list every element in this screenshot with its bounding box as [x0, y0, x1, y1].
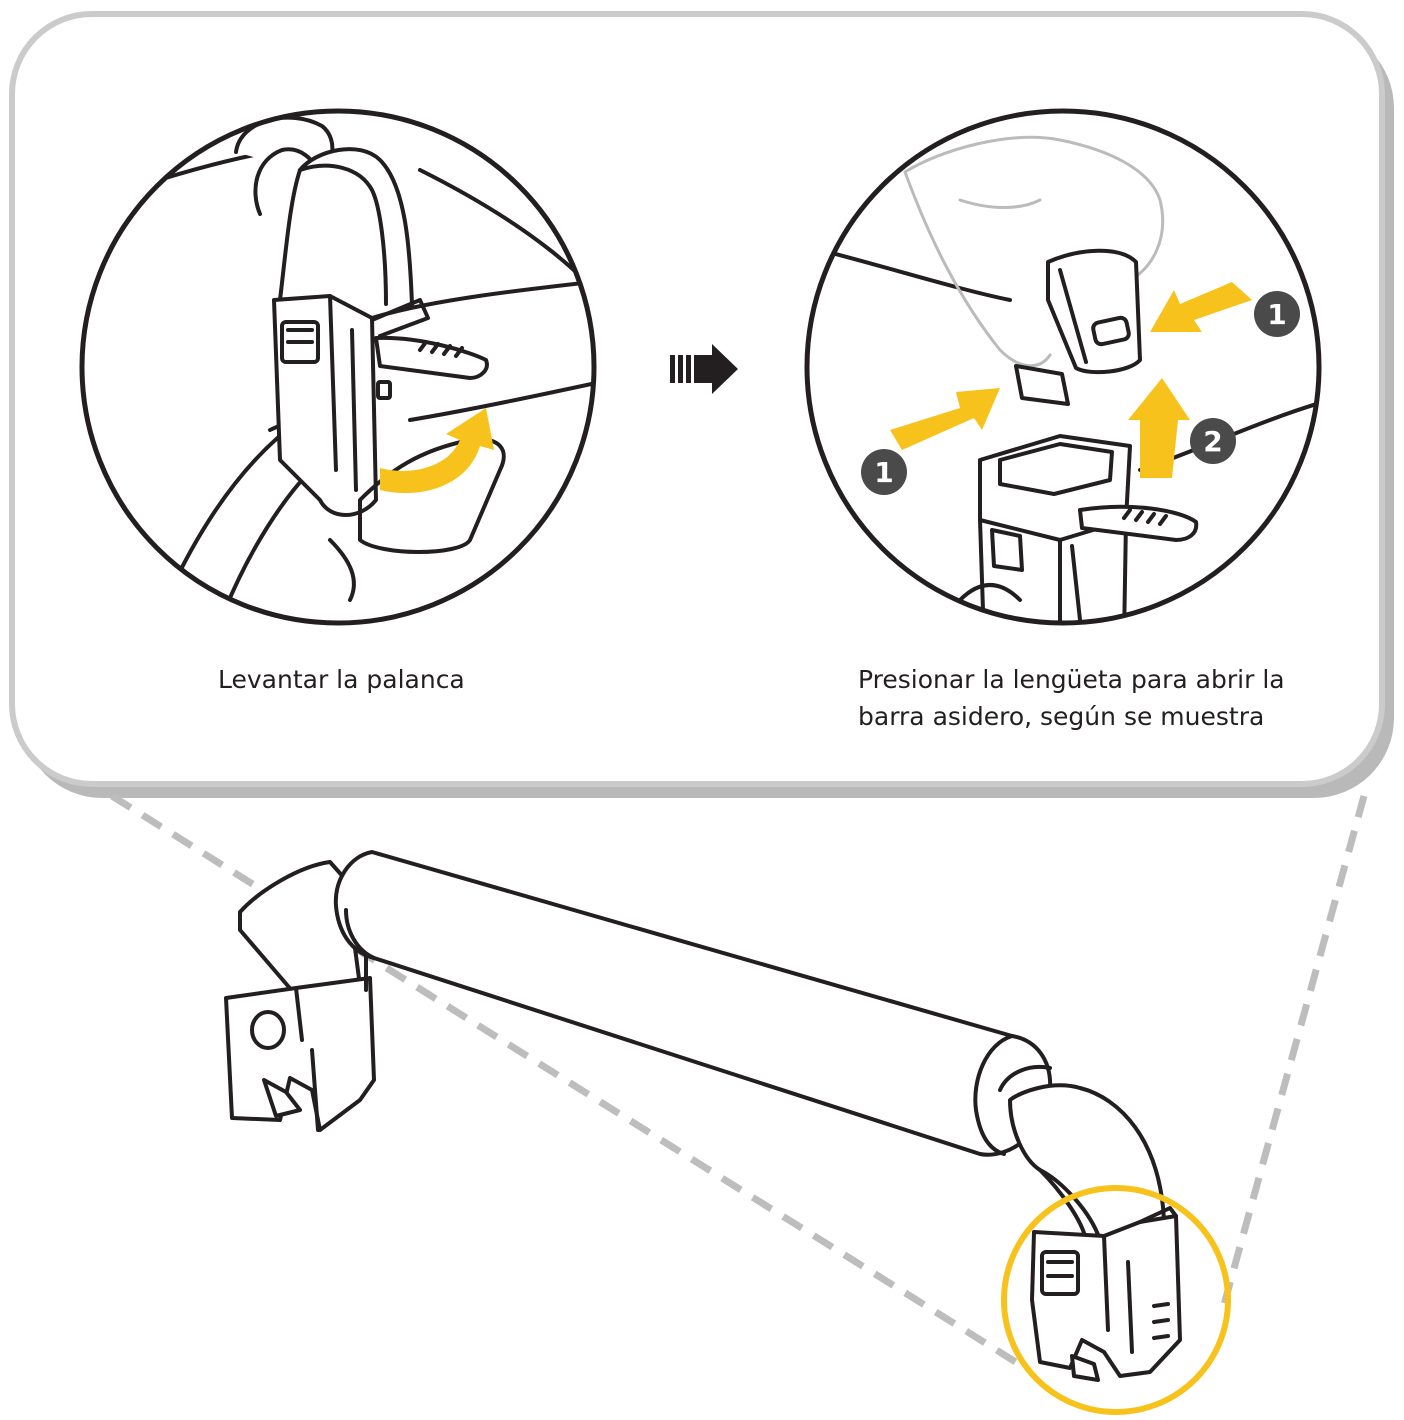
next-step-arrow-icon — [670, 344, 738, 394]
badge-lift: 2 — [1190, 418, 1236, 464]
detail-circle-lift-lever — [79, 108, 597, 626]
svg-text:1: 1 — [1267, 298, 1286, 331]
badge-press-left: 1 — [861, 449, 907, 495]
caption-lift-lever: Levantar la palanca — [218, 665, 465, 694]
badge-press-right: 1 — [1254, 291, 1300, 337]
press-arrow-left-icon — [890, 388, 1000, 450]
handlebar-illustration — [224, 850, 1182, 1382]
highlight-circle — [1001, 1185, 1231, 1415]
lift-arrow-up-icon — [1128, 378, 1190, 478]
svg-text:2: 2 — [1203, 425, 1222, 458]
caption-press-tab-line-1: Presionar la lengüeta para abrir la — [858, 665, 1285, 694]
press-arrow-right-icon — [1150, 282, 1252, 332]
caption-press-tab-line-2: barra asidero, según se muestra — [858, 702, 1265, 731]
caption-press-tab: Presionar la lengüeta para abrir la barr… — [858, 661, 1318, 735]
svg-text:1: 1 — [874, 456, 893, 489]
leader-lines — [110, 793, 1368, 1369]
detail-circle-press-tab — [804, 108, 1322, 626]
lift-arrow-icon — [380, 408, 494, 494]
